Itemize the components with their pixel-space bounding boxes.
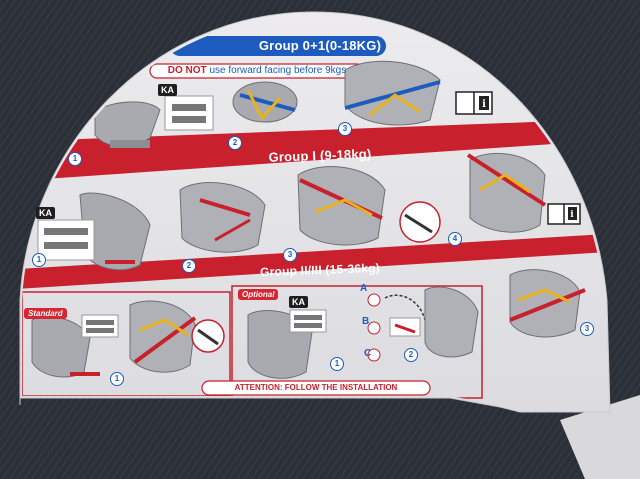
red-band-1 <box>22 118 608 182</box>
warning-rest: use forward facing before 9kgs <box>206 65 347 76</box>
seat-illustration-group1-step4 <box>466 152 547 233</box>
standard-tag: Standard <box>24 308 67 319</box>
seat-illustration-group1-step2 <box>179 182 266 253</box>
seat-illustration-0-1-step2 <box>232 81 298 123</box>
optional-tag: Optional <box>238 289 279 300</box>
seat-illustration-group1-step1 <box>37 192 151 271</box>
seat-illustration-standard-1 <box>31 314 119 378</box>
seat-illustration-optional-2 <box>367 286 479 362</box>
warning-text: DO NOT use forward facing before 9kgs <box>0 65 514 76</box>
seat-illustration-0-1-step1 <box>94 101 165 152</box>
svg-text:i: i <box>482 99 486 110</box>
header-group-0-1: Group 0+1(0-18KG) <box>258 38 382 53</box>
seat-illustration-group1-step3 <box>297 166 441 246</box>
letter-a: A <box>360 283 368 294</box>
step-number: 3 <box>580 322 594 336</box>
step-number: 2 <box>404 348 418 362</box>
seat-illustration-optional-1 <box>247 309 327 379</box>
seat-illustration-standard-2 <box>129 300 225 373</box>
svg-text:i: i <box>570 210 574 220</box>
step-number: 3 <box>338 122 352 136</box>
step-number: 3 <box>283 248 297 262</box>
step-number: 1 <box>68 152 82 166</box>
manual-book-icon-1: i <box>455 91 493 115</box>
header-pill <box>170 36 386 56</box>
letter-c: C <box>364 348 372 359</box>
step-number: 2 <box>228 136 242 150</box>
manual-book-icon-2: i <box>547 203 581 225</box>
step-number: 4 <box>448 232 462 246</box>
step-number: 1 <box>32 253 46 267</box>
ka-badge-2: KA <box>36 207 55 219</box>
attention-text: ATTENTION: FOLLOW THE INSTALLATION <box>234 383 398 392</box>
step-number: 2 <box>182 259 196 273</box>
seat-illustration-0-1-step3 <box>344 60 441 126</box>
step-number: 1 <box>330 357 344 371</box>
letter-b: B <box>362 316 370 327</box>
seat-illustration-group2-step3 <box>509 269 586 338</box>
ka-badge-1: KA <box>158 84 177 96</box>
isofix-detail-0-1 <box>164 95 214 131</box>
ka-badge-3: KA <box>289 296 308 308</box>
warning-strong: DO NOT <box>167 65 207 76</box>
attention-outline <box>201 380 431 396</box>
step-number: 1 <box>110 372 124 386</box>
standard-box <box>22 291 231 397</box>
seat-edge-highlight <box>560 395 640 479</box>
red-band-2 <box>22 232 608 290</box>
